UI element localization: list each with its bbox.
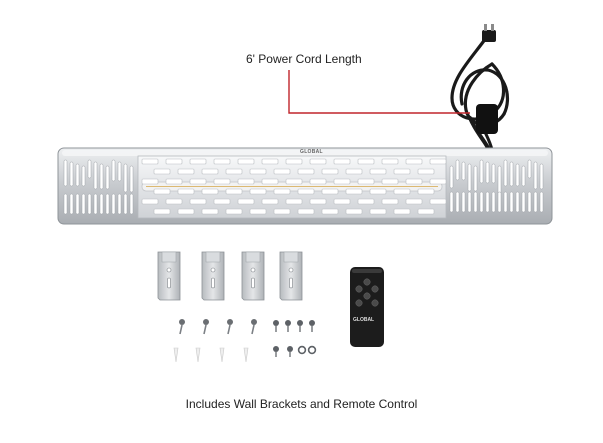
cord-length-label: 6' Power Cord Length [246,52,362,66]
heater-logo-badge: GLOBAL [300,149,323,155]
plug-icon [482,24,496,42]
caption-text: Includes Wall Brackets and Remote Contro… [185,397,418,411]
remote-logo-badge: GLOBAL [353,317,375,323]
right-end-cap-vents [449,159,544,213]
remote-buttons [355,278,379,307]
left-end-cap-vents [63,159,134,215]
mounting-hardware [173,319,317,363]
remote-control [350,267,384,347]
cord-strain-relief [476,104,498,134]
grille-slots [141,158,447,215]
wall-brackets [157,251,303,301]
cord-callout-line [288,70,470,114]
power-cord [450,36,510,152]
